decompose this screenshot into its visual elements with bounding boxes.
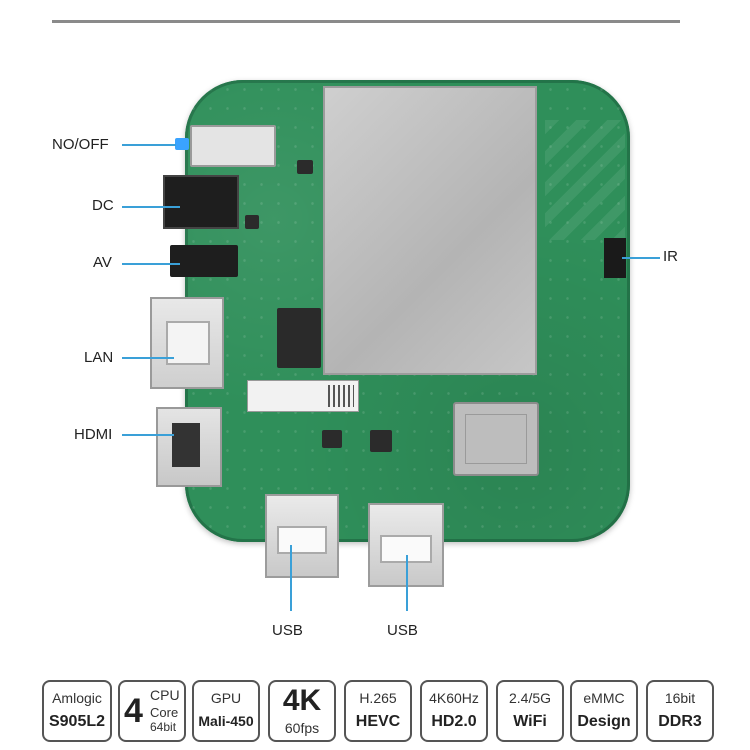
callout-line-hdmi bbox=[122, 434, 174, 436]
lan-transformer-chip bbox=[277, 308, 321, 368]
hdmi-port bbox=[156, 407, 222, 487]
board-pattern bbox=[545, 120, 625, 240]
badge-cpu-number: 4 bbox=[124, 692, 143, 730]
power-switch-knob bbox=[175, 138, 189, 150]
callout-usb2: USB bbox=[387, 622, 418, 639]
badge-output-top: 4K60Hz bbox=[429, 690, 479, 706]
chip bbox=[370, 430, 392, 452]
callout-line-lan bbox=[122, 357, 174, 359]
badge-soc-top: Amlogic bbox=[52, 690, 102, 706]
callout-line-usb2 bbox=[406, 555, 408, 611]
usb-port-left bbox=[265, 494, 339, 578]
badge-wifi-bottom: WiFi bbox=[513, 713, 547, 730]
chip bbox=[322, 430, 342, 448]
badge-wifi: 2.4/5G WiFi bbox=[496, 680, 564, 742]
badge-output: 4K60Hz HD2.0 bbox=[420, 680, 488, 742]
badge-storage-top: eMMC bbox=[583, 690, 625, 706]
serial-sticker bbox=[247, 380, 359, 412]
dc-jack bbox=[163, 175, 239, 229]
badge-video-big: 4K bbox=[282, 684, 322, 717]
callout-dc: DC bbox=[92, 197, 114, 214]
badge-wifi-top: 2.4/5G bbox=[508, 690, 552, 706]
lan-port bbox=[150, 297, 224, 389]
callout-line-dc bbox=[122, 206, 180, 208]
badge-storage-bottom: Design bbox=[577, 713, 631, 730]
badge-gpu: GPU Mali-450 bbox=[192, 680, 260, 742]
badge-cpu-bottom: 64bit bbox=[150, 720, 177, 734]
badge-output-bottom: HD2.0 bbox=[431, 713, 477, 730]
badge-codec-bottom: HEVC bbox=[355, 713, 401, 730]
badge-video-small: 60fps bbox=[284, 720, 320, 736]
badge-memory-top: 16bit bbox=[664, 690, 696, 706]
badge-soc: Amlogic S905L2 bbox=[42, 680, 112, 742]
badge-gpu-top: GPU bbox=[210, 690, 242, 706]
callout-lan: LAN bbox=[84, 349, 114, 366]
callout-line-usb1 bbox=[290, 545, 292, 611]
callout-hdmi: HDMI bbox=[74, 426, 113, 443]
badge-memory-bottom: DDR3 bbox=[658, 713, 702, 730]
wifi-module bbox=[453, 402, 539, 476]
badge-cpu: 4 CPU Core 64bit bbox=[118, 680, 186, 742]
callout-usb1: USB bbox=[272, 622, 303, 639]
badge-gpu-bottom: Mali-450 bbox=[198, 713, 254, 729]
badge-codec: H.265 HEVC bbox=[344, 680, 412, 742]
callout-av: AV bbox=[93, 254, 112, 271]
badge-cpu-middle: Core bbox=[150, 705, 179, 720]
callout-ir: IR bbox=[663, 248, 678, 265]
callout-line-av bbox=[122, 263, 180, 265]
ir-header bbox=[604, 238, 626, 278]
badge-video: 4K 60fps bbox=[268, 680, 336, 742]
badge-codec-top: H.265 bbox=[359, 690, 397, 706]
badge-soc-bottom: S905L2 bbox=[48, 713, 106, 730]
badge-storage: eMMC Design bbox=[570, 680, 638, 742]
callout-line-ir bbox=[622, 257, 660, 259]
callout-onoff: NO/OFF bbox=[52, 136, 109, 153]
callout-line-onoff bbox=[122, 144, 176, 146]
top-divider bbox=[52, 20, 680, 23]
power-switch bbox=[190, 125, 276, 167]
badge-cpu-top: CPU bbox=[150, 687, 180, 703]
chip bbox=[245, 215, 259, 229]
av-jack bbox=[170, 245, 238, 277]
badge-memory: 16bit DDR3 bbox=[646, 680, 714, 742]
rf-shield bbox=[323, 86, 537, 375]
chip bbox=[297, 160, 313, 174]
circuit-board bbox=[185, 80, 630, 542]
